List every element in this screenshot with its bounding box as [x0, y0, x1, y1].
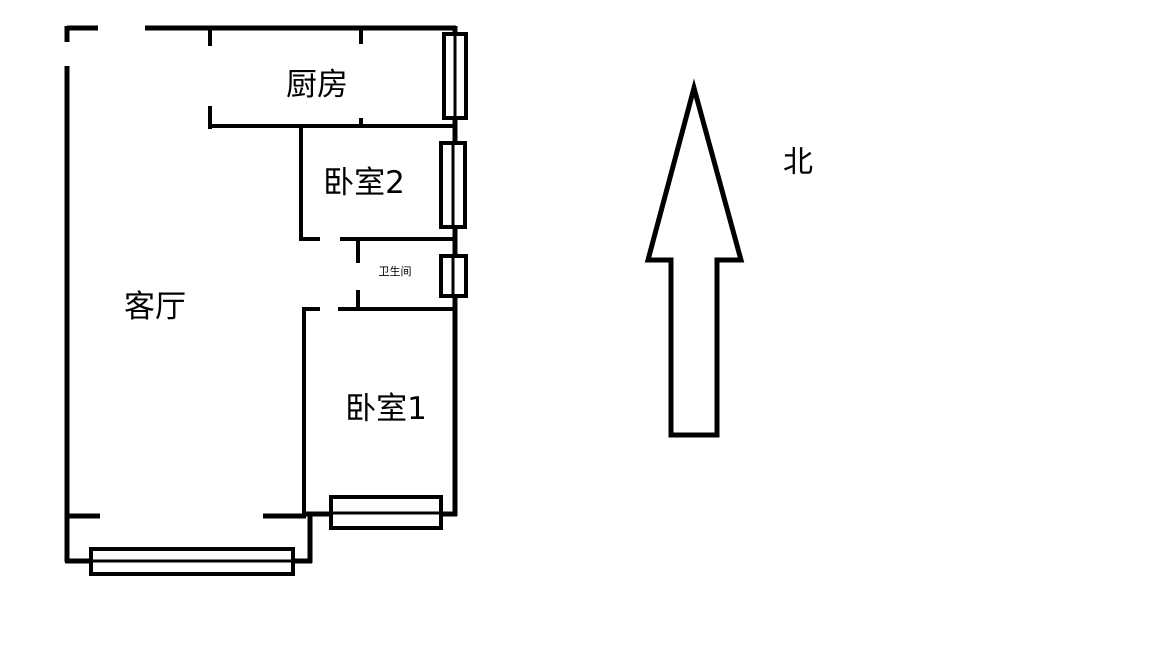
north-label: 北	[783, 145, 813, 180]
kitchen-walls	[208, 26, 457, 129]
window-bedroom2	[439, 141, 467, 229]
north-arrow-icon	[644, 78, 745, 438]
room-label-bedroom2: 卧室2	[323, 165, 405, 201]
window-bathroom	[439, 254, 468, 298]
room-label-living-room: 客厅	[124, 289, 186, 325]
room-label-bathroom: 卫生间	[379, 264, 412, 278]
bedroom1-walls	[302, 307, 457, 516]
window-bedroom1	[329, 495, 443, 530]
room-label-bedroom1: 卧室1	[345, 391, 427, 427]
window-kitchen	[442, 32, 468, 120]
room-label-kitchen: 厨房	[286, 67, 348, 103]
windows	[89, 32, 468, 576]
window-living-room	[89, 547, 295, 576]
